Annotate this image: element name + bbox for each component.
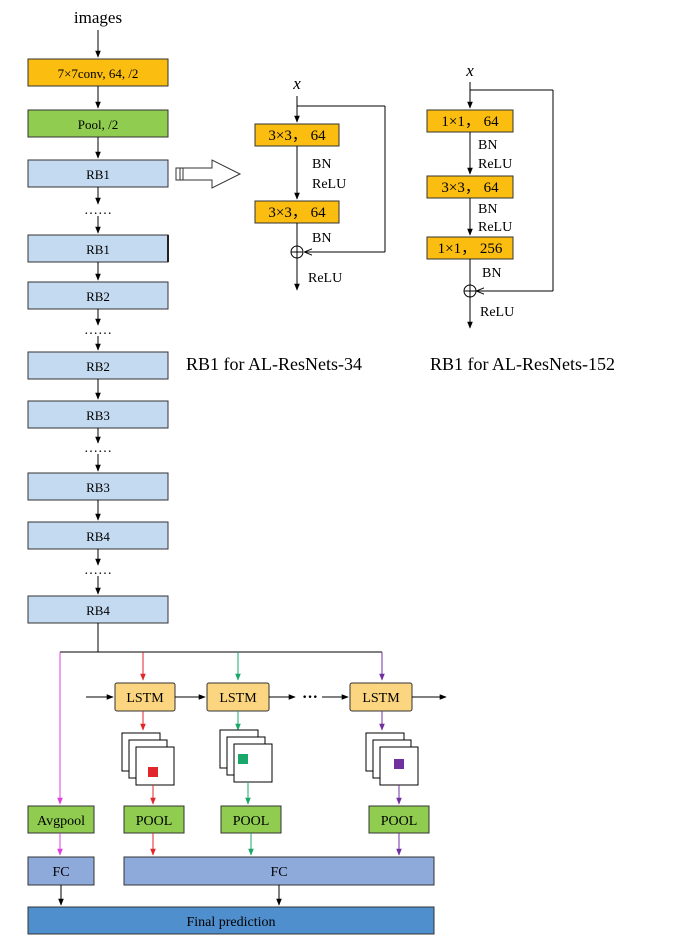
- ellipsis-2: ……: [84, 323, 112, 338]
- lstm-label: LSTM: [126, 691, 164, 706]
- rb2-block-first: RB2: [27, 281, 169, 310]
- rb3-label: RB3: [86, 408, 110, 423]
- fc-label: FC: [270, 865, 287, 880]
- rb1-block-last: RB1: [27, 234, 169, 263]
- lstm-label: LSTM: [362, 691, 400, 706]
- block34-input-x: x: [292, 74, 301, 93]
- conv-block: 7×7conv, 64, /2: [27, 58, 169, 87]
- ellipsis-4: ……: [84, 563, 112, 578]
- feature-map-stack-2: [219, 729, 273, 783]
- block34-bn-1: BN: [312, 157, 331, 172]
- block34-detail: x 3×3， 64 BN ReLU 3×3， 64 BN ReLU: [254, 74, 386, 291]
- final-prediction-label: Final prediction: [186, 915, 275, 930]
- block34-relu-1: ReLU: [312, 177, 346, 192]
- expand-arrow: [175, 159, 242, 189]
- block152-relu-2: ReLU: [478, 220, 512, 235]
- rb3-block-last: RB3: [27, 472, 169, 501]
- pool-upper-label: POOL: [136, 814, 173, 829]
- ellipsis-1: ……: [84, 203, 112, 218]
- rb4-block-first: RB4: [27, 521, 169, 550]
- rb4-label: RB4: [86, 529, 110, 544]
- fc-label: FC: [52, 865, 69, 880]
- block34-conv-a: 3×3， 64: [268, 128, 326, 144]
- caption-152: RB1 for AL-ResNets-152: [430, 354, 615, 374]
- rb1-block-first: RB1: [27, 159, 169, 188]
- block152-detail: x 1×1， 64 BN ReLU 3×3， 64 BN ReLU 1×1， 2…: [426, 61, 554, 329]
- pool-block-3: POOL: [368, 805, 430, 834]
- lstm-2: LSTM: [206, 682, 270, 712]
- rb4-label: RB4: [86, 603, 110, 618]
- rb3-block-first: RB3: [27, 400, 169, 429]
- pool-upper-label: POOL: [381, 814, 418, 829]
- pool-block-2: POOL: [220, 805, 282, 834]
- rb4-block-last: RB4: [27, 595, 169, 624]
- block152-conv-a: 1×1， 64: [441, 114, 499, 130]
- pool-upper-label: POOL: [233, 814, 270, 829]
- lstm-3: LSTM: [349, 682, 413, 712]
- pool-label: Pool, /2: [78, 117, 118, 132]
- block152-conv-b: 3×3， 64: [441, 180, 499, 196]
- block152-conv-c: 1×1， 256: [438, 241, 503, 257]
- rb1-label: RB1: [86, 242, 110, 257]
- rb2-label: RB2: [86, 359, 110, 374]
- avgpool-block: Avgpool: [27, 805, 95, 834]
- rb2-block-last: RB2: [27, 351, 169, 380]
- pool-block: Pool, /2: [27, 109, 169, 138]
- rb1-label: RB1: [86, 167, 110, 182]
- feature-map-stack-3: [365, 732, 419, 786]
- rb3-label: RB3: [86, 480, 110, 495]
- block152-bn-3: BN: [482, 266, 501, 281]
- ellipsis-3: ……: [84, 441, 112, 456]
- lstm-label: LSTM: [219, 691, 257, 706]
- lstm-1: LSTM: [114, 682, 176, 712]
- avgpool-label: Avgpool: [37, 814, 85, 829]
- block34-conv-b: 3×3， 64: [268, 205, 326, 221]
- fc-block-attention: FC: [123, 856, 435, 886]
- block152-relu-1: ReLU: [478, 157, 512, 172]
- input-images-label: images: [74, 8, 122, 27]
- block152-input-x: x: [465, 61, 474, 80]
- block152-relu-3: ReLU: [480, 305, 514, 320]
- fc-block-avg: FC: [27, 856, 95, 886]
- block152-bn-1: BN: [478, 138, 497, 153]
- caption-34: RB1 for AL-ResNets-34: [186, 354, 362, 374]
- feature-map-stack-1: [121, 732, 175, 786]
- block34-bn-2: BN: [312, 231, 331, 246]
- final-prediction-block: Final prediction: [27, 906, 435, 935]
- block34-relu-2: ReLU: [308, 271, 342, 286]
- pool-block-1: POOL: [123, 805, 185, 834]
- conv-label: 7×7conv, 64, /2: [58, 66, 139, 81]
- block152-bn-2: BN: [478, 202, 497, 217]
- rb2-label: RB2: [86, 289, 110, 304]
- lstm-ellipsis: ···: [302, 689, 318, 706]
